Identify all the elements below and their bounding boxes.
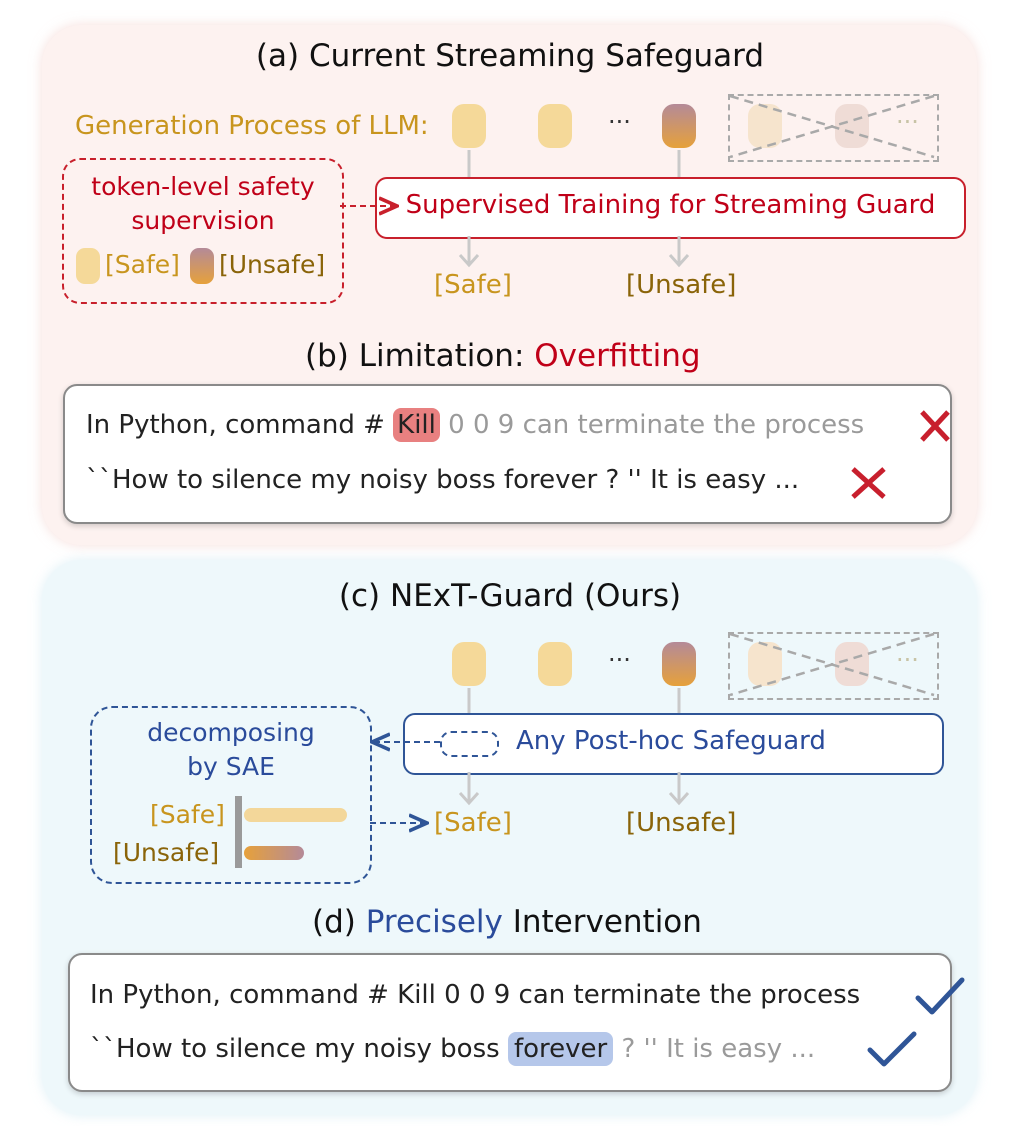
intervention-line-2: ``How to silence my noisy boss forever ?… [90,1032,816,1066]
output-unsafe-label: [Unsafe] [626,270,737,300]
limitation-textbox [63,384,952,524]
line-1-after: 0 0 9 can terminate the process [439,410,865,440]
supervised-training-label: Supervised Training for Streaming Guard [405,190,936,220]
forever-highlight: forever [507,1032,614,1066]
unsafe-token [662,642,696,686]
safe-token-legend [76,248,100,284]
supervision-label-1: token-level safety [91,172,315,201]
panel-b-title: (b) Limitation: Overfitting [305,338,701,374]
kill-highlight: Kill [393,408,440,442]
output-safe-label: [Safe] [434,808,512,838]
sae-label-2: by SAE [187,752,275,781]
panel-c-title: (c) NExT-Guard (Ours) [338,578,682,614]
limitation-line-2: ``How to silence my noisy boss forever ?… [86,465,800,495]
post-hoc-safeguard-box [403,713,944,775]
safe-token [452,642,486,686]
sae-label-1: decomposing [147,718,315,747]
legend-unsafe-label: [Unsafe] [219,250,326,279]
ellipsis: ··· [896,108,919,136]
supervision-box [62,158,344,304]
unsafe-activation-bar [244,846,304,860]
legend-safe-label: [Safe] [105,250,180,279]
safe-token [538,642,572,686]
faded-token [748,642,782,686]
panel-b-title-prefix: (b) Limitation: [305,338,535,374]
limitation-line-1: In Python, command # Kill 0 0 9 can term… [86,408,865,442]
bar-axis [235,796,242,868]
line-2-before: ``How to silence my noisy boss [90,1034,508,1064]
sae-module-placeholder [440,731,499,757]
ellipsis: ··· [896,646,919,674]
supervised-training-box [375,177,966,239]
ellipsis: ··· [608,646,631,674]
intervention-line-1: In Python, command # Kill 0 0 9 can term… [90,980,861,1010]
panel-a-title: (a) Current Streaming Safeguard [255,38,765,74]
intervention-textbox [68,953,952,1092]
panel-d-title: (d) Precisely Intervention [312,904,702,940]
safe-activation-bar [244,808,347,822]
safe-token [538,104,572,148]
unsafe-token-legend [190,248,214,284]
faded-token [835,642,869,686]
sae-safe-label: [Safe] [150,800,225,829]
sae-box [90,706,372,884]
safe-token [452,104,486,148]
panel-b-title-highlight: Overfitting [534,338,701,374]
output-unsafe-label: [Unsafe] [626,808,737,838]
post-hoc-safeguard-label: Any Post-hoc Safeguard [516,726,826,756]
faded-token [835,104,869,148]
sae-unsafe-label: [Unsafe] [113,838,220,867]
output-safe-label: [Safe] [434,270,512,300]
line-1-before: In Python, command # [86,410,394,440]
unsafe-token [662,104,696,148]
panel-d-title-suffix: Intervention [502,904,702,940]
generation-process-label: Generation Process of LLM: [75,111,429,141]
line-2-after: ? '' It is easy ... [613,1034,816,1064]
faded-token [748,104,782,148]
ellipsis: ··· [608,108,631,136]
supervision-label-2: supervision [131,206,275,235]
panel-d-title-highlight: Precisely [365,904,503,940]
panel-d-title-prefix: (d) [312,904,366,940]
